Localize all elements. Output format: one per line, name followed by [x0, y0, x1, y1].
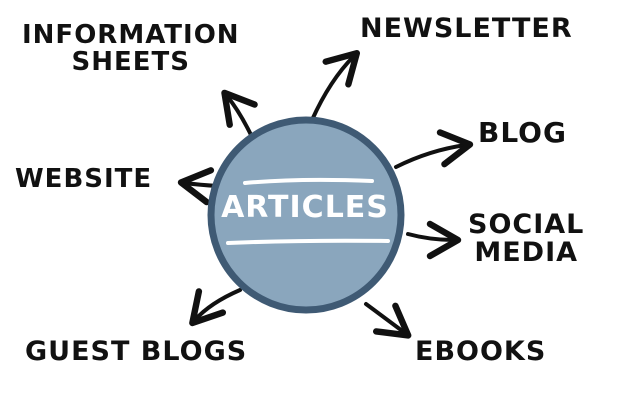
hub-top-line: [243, 177, 374, 185]
node-ebooks: EBOOKS: [415, 336, 547, 367]
node-guest-blogs: GUEST BLOGS: [25, 336, 248, 367]
arrow-to-blog: [394, 129, 474, 169]
hub-circle: [207, 116, 405, 314]
node-social-media-line1: SOCIAL: [468, 209, 585, 240]
hub-bottom-line: [226, 238, 390, 245]
arrow-to-information-sheets: [221, 89, 258, 139]
hub-label: ARTICLES: [221, 190, 389, 225]
node-newsletter: NEWSLETTER: [360, 13, 573, 44]
arrow-to-guest-blogs: [189, 288, 242, 327]
node-information-sheets-line1: INFORMATION: [22, 20, 240, 50]
arrow-to-ebooks: [364, 302, 412, 339]
node-blog: BLOG: [478, 116, 567, 149]
arrow-to-newsletter: [310, 49, 361, 122]
node-social-media-line2: MEDIA: [474, 237, 579, 269]
node-information-sheets: INFORMATION SHEETS: [22, 20, 240, 78]
arrow-to-social-media: [406, 220, 462, 260]
node-social-media: SOCIAL MEDIA: [468, 209, 585, 269]
node-information-sheets-line2: SHEETS: [71, 47, 191, 78]
node-website: WEBSITE: [15, 164, 153, 194]
